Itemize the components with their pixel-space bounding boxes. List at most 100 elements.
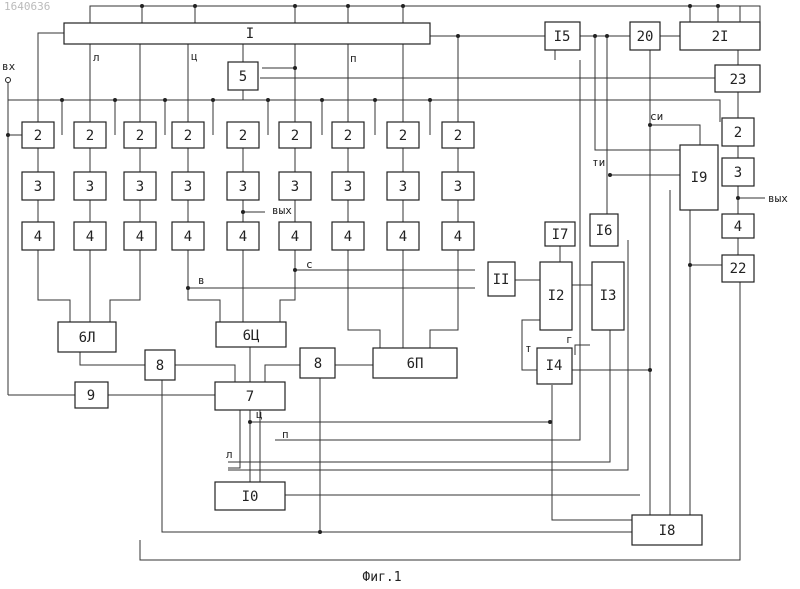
svg-text:3: 3 xyxy=(291,179,299,195)
svg-text:3: 3 xyxy=(734,165,742,181)
signal-p-label: п xyxy=(350,52,357,65)
svg-text:2: 2 xyxy=(344,128,352,144)
block-14: I4 xyxy=(537,348,572,384)
signal-c-label: ц xyxy=(191,50,198,63)
signal-t-label: т xyxy=(525,342,532,355)
svg-text:2: 2 xyxy=(136,128,144,144)
signal-s-label: с xyxy=(306,258,313,271)
svg-text:I9: I9 xyxy=(691,170,708,186)
signal-si-label: си xyxy=(650,110,663,123)
block-12: I2 xyxy=(540,262,572,330)
svg-text:5: 5 xyxy=(239,69,247,85)
block-6l: 6Л xyxy=(58,322,116,352)
output-label-2: вых xyxy=(768,192,788,205)
svg-text:3: 3 xyxy=(239,179,247,195)
block-1: I xyxy=(64,23,430,44)
svg-text:6Л: 6Л xyxy=(79,330,96,346)
signal-ti-label: ти xyxy=(592,156,605,169)
svg-text:3: 3 xyxy=(136,179,144,195)
block-10: I0 xyxy=(215,482,285,510)
stage3-row: 3 3 3 3 3 3 3 3 3 3 xyxy=(22,158,754,200)
svg-text:4: 4 xyxy=(454,229,462,245)
svg-text:9: 9 xyxy=(87,388,95,404)
svg-text:23: 23 xyxy=(730,72,747,88)
signal-g-label: г xyxy=(566,333,573,346)
svg-text:I: I xyxy=(246,26,254,42)
svg-text:3: 3 xyxy=(399,179,407,195)
stage4-row: 4 4 4 4 4 4 4 4 4 4 xyxy=(22,214,754,250)
block-22: 22 xyxy=(722,255,754,282)
svg-text:II: II xyxy=(493,272,510,288)
svg-text:2: 2 xyxy=(399,128,407,144)
svg-text:2: 2 xyxy=(184,128,192,144)
svg-text:20: 20 xyxy=(637,29,654,45)
block-23: 23 xyxy=(715,65,760,92)
stage2-row: 2 2 2 2 2 2 2 2 2 2 xyxy=(22,118,754,148)
svg-text:6П: 6П xyxy=(407,356,424,372)
signal-c2-label: ц xyxy=(256,408,263,421)
signal-l-label: л xyxy=(93,51,100,64)
svg-text:I0: I0 xyxy=(242,489,259,505)
block-21: 2I xyxy=(680,22,760,50)
block-11: II xyxy=(488,262,515,296)
input-label: вх xyxy=(2,60,16,73)
svg-text:4: 4 xyxy=(399,229,407,245)
svg-text:7: 7 xyxy=(246,389,254,405)
block-8-right: 8 xyxy=(300,348,335,378)
svg-text:2: 2 xyxy=(291,128,299,144)
block-6p: 6П xyxy=(373,348,457,378)
block-15: I5 xyxy=(545,22,580,50)
svg-text:4: 4 xyxy=(734,219,742,235)
svg-text:I6: I6 xyxy=(596,223,613,239)
svg-text:4: 4 xyxy=(34,229,42,245)
svg-text:8: 8 xyxy=(156,358,164,374)
svg-text:3: 3 xyxy=(86,179,94,195)
svg-text:2: 2 xyxy=(239,128,247,144)
block-16: I6 xyxy=(590,214,618,246)
block-8-left: 8 xyxy=(145,350,175,380)
svg-text:I5: I5 xyxy=(554,29,571,45)
svg-text:8: 8 xyxy=(314,356,322,372)
block-7: 7 xyxy=(215,382,285,410)
block-13: I3 xyxy=(592,262,624,330)
block-19: I9 xyxy=(680,145,718,210)
input-terminal-icon xyxy=(6,78,11,83)
svg-text:3: 3 xyxy=(184,179,192,195)
signal-p2-label: п xyxy=(282,428,289,441)
svg-text:I2: I2 xyxy=(548,288,565,304)
figure-caption: Фиг.1 xyxy=(362,570,401,585)
svg-text:4: 4 xyxy=(239,229,247,245)
svg-text:4: 4 xyxy=(86,229,94,245)
signal-l2-label: л xyxy=(226,448,233,461)
svg-text:2: 2 xyxy=(34,128,42,144)
svg-text:I4: I4 xyxy=(546,358,563,374)
svg-text:4: 4 xyxy=(344,229,352,245)
svg-text:2I: 2I xyxy=(712,29,729,45)
svg-text:I8: I8 xyxy=(659,523,676,539)
junction-dots xyxy=(6,4,740,534)
svg-text:3: 3 xyxy=(454,179,462,195)
svg-text:2: 2 xyxy=(86,128,94,144)
svg-text:I7: I7 xyxy=(552,227,569,243)
svg-text:2: 2 xyxy=(454,128,462,144)
block-9: 9 xyxy=(75,382,108,408)
block-18: I8 xyxy=(632,515,702,545)
svg-text:4: 4 xyxy=(291,229,299,245)
signal-b-label: в xyxy=(198,274,205,287)
svg-text:3: 3 xyxy=(34,179,42,195)
svg-text:22: 22 xyxy=(730,261,747,277)
svg-text:4: 4 xyxy=(136,229,144,245)
output-label-1: вых xyxy=(272,204,292,217)
svg-text:3: 3 xyxy=(344,179,352,195)
svg-text:6Ц: 6Ц xyxy=(243,328,260,344)
wiring xyxy=(8,6,765,560)
svg-text:4: 4 xyxy=(184,229,192,245)
block-20: 20 xyxy=(630,22,660,50)
block-17: I7 xyxy=(545,222,575,246)
svg-text:I3: I3 xyxy=(600,288,617,304)
block-6c: 6Ц xyxy=(216,322,286,347)
watermark: 1640636 xyxy=(4,0,50,13)
svg-text:2: 2 xyxy=(734,125,742,141)
